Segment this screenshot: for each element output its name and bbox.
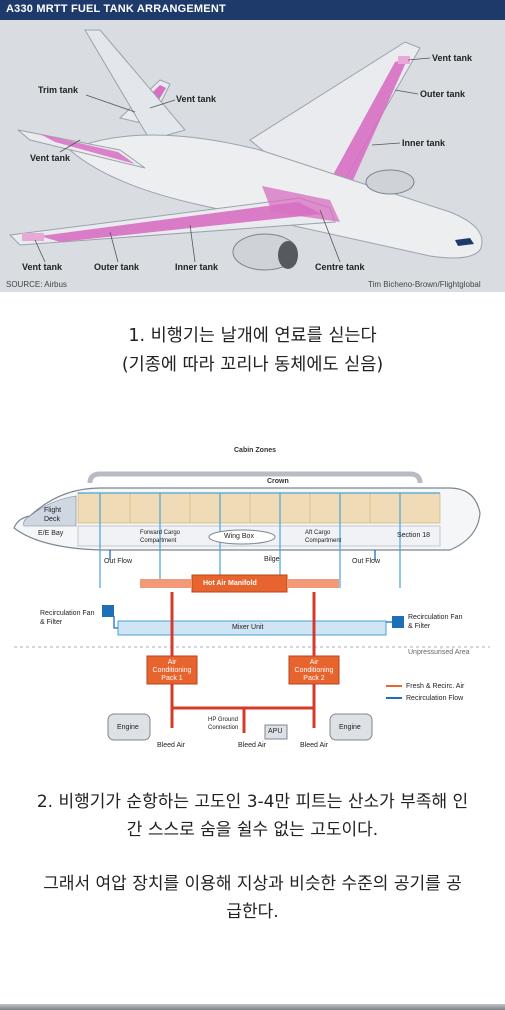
- legend-recirc-flow: Recirculation Flow: [406, 695, 464, 702]
- label-bleed-air-left: Bleed Air: [157, 742, 186, 749]
- caption-2-line-1: 2. 비행기가 순항하는 고도인 3-4만 피트는 산소가 부족해 인: [36, 792, 469, 812]
- label-inner-tank-right: Inner tank: [402, 138, 446, 148]
- label-bleed-air-center: Bleed Air: [238, 742, 267, 749]
- label-outer-tank-right: Outer tank: [420, 89, 466, 99]
- cabin-air-figure: Cabin Zones Crown Flight Deck E/E Bay Fo…: [0, 438, 505, 758]
- label-centre-tank: Centre tank: [315, 262, 365, 272]
- label-pack-1: Air Conditioning Pack 1: [152, 659, 192, 682]
- fuel-tank-figure: A330 MRTT FUEL TANK ARRANGEMENT: [0, 0, 505, 292]
- label-ee-bay: E/E Bay: [38, 530, 64, 537]
- label-outer-tank-bottom: Outer tank: [94, 262, 140, 272]
- label-unpressurised: Unpressurised Area: [408, 649, 470, 656]
- figure-header-bar: [0, 0, 505, 20]
- caption-2-line-4: 급한다.: [226, 902, 279, 922]
- label-apu: APU: [268, 728, 283, 735]
- label-bilge: Bilge: [264, 556, 280, 563]
- label-wing-box: Wing Box: [224, 533, 254, 540]
- label-mixer-unit: Mixer Unit: [232, 624, 264, 631]
- label-hot-air-manifold: Hot Air Manifold: [203, 580, 257, 587]
- label-hp-ground: HP Ground Connection: [208, 717, 239, 731]
- figure-credit: Tim Bicheno-Brown/Flightglobal: [368, 280, 481, 289]
- air-system-diagram: [13, 471, 490, 741]
- label-bleed-air-right: Bleed Air: [300, 742, 329, 749]
- label-engine-right: Engine: [339, 724, 361, 731]
- label-vent-tank-right: Vent tank: [432, 53, 473, 63]
- caption-1-line-2: (기종에 따라 꼬리나 동체에도 싣음): [121, 355, 384, 375]
- label-section-18: Section 18: [397, 532, 431, 539]
- figure-source: SOURCE: Airbus: [6, 280, 67, 289]
- label-aft-cargo: Aft Cargo Compartment: [305, 530, 342, 544]
- label-recirc-left: Recirculation Fan & Filter: [40, 610, 95, 626]
- label-trim-tank: Trim tank: [38, 85, 79, 95]
- label-out-flow-left: Out Flow: [104, 558, 133, 565]
- next-image-edge: [0, 1004, 505, 1010]
- figure-title: A330 MRTT FUEL TANK ARRANGEMENT: [6, 3, 226, 15]
- aircraft-illustration: [8, 29, 483, 271]
- label-crown: Crown: [267, 478, 289, 485]
- label-vent-tank-bottom: Vent tank: [22, 262, 63, 272]
- legend-fresh-air: Fresh & Recirc. Air: [406, 683, 465, 690]
- label-engine-left: Engine: [117, 724, 139, 731]
- caption-1-line-1: 1. 비행기는 날개에 연료를 싣는다: [128, 326, 377, 346]
- label-inner-tank-bottom: Inner tank: [175, 262, 219, 272]
- label-vent-tank-tail: Vent tank: [176, 94, 217, 104]
- label-flight-deck: Flight Deck: [44, 507, 62, 523]
- label-recirc-right: Recirculation Fan & Filter: [408, 614, 463, 630]
- caption-2-line-3: 그래서 여압 장치를 이용해 지상과 비슷한 수준의 공기를 공: [43, 874, 462, 894]
- label-vent-tank-left: Vent tank: [30, 153, 71, 163]
- label-pack-2: Air Conditioning Pack 2: [294, 659, 334, 682]
- label-cabin-zones: Cabin Zones: [234, 447, 277, 454]
- caption-2-line-2: 간 스스로 숨을 쉴수 없는 고도이다.: [126, 820, 379, 840]
- label-out-flow-right: Out Flow: [352, 558, 381, 565]
- label-forward-cargo: Forward Cargo Compartment: [140, 530, 181, 544]
